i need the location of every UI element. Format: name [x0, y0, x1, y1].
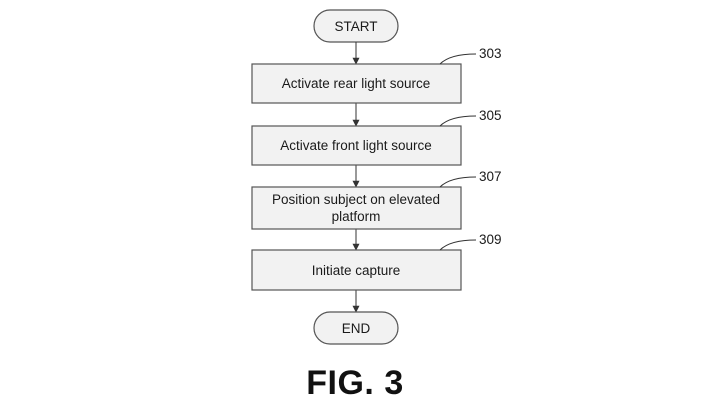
figure-label: FIG. 3: [306, 364, 404, 402]
ref-leader-307: [439, 176, 477, 188]
start-label: START: [334, 19, 377, 34]
ref-307: 307: [479, 169, 502, 184]
step-307-label-line2: platform: [332, 209, 381, 224]
ref-leader-305: [439, 115, 477, 127]
ref-303: 303: [479, 46, 502, 61]
ref-305: 305: [479, 108, 502, 123]
step-303-label: Activate rear light source: [282, 76, 431, 91]
step-307-label-line1: Position subject on elevated: [272, 192, 440, 207]
end-terminal: END: [313, 311, 399, 345]
ref-leader-309: [439, 239, 477, 251]
flowchart: START Activate rear light source 303 Act…: [251, 9, 502, 345]
process-box-305: Activate front light source: [251, 125, 462, 166]
ref-309: 309: [479, 232, 502, 247]
ref-leader-303: [439, 53, 477, 65]
process-box-303: Activate rear light source: [251, 63, 462, 104]
step-309-label: Initiate capture: [312, 263, 401, 278]
step-305-label: Activate front light source: [280, 138, 432, 153]
start-terminal: START: [313, 9, 399, 43]
process-box-307: Position subject on elevated platform: [251, 186, 462, 230]
process-box-309: Initiate capture: [251, 249, 462, 291]
end-label: END: [342, 321, 371, 336]
